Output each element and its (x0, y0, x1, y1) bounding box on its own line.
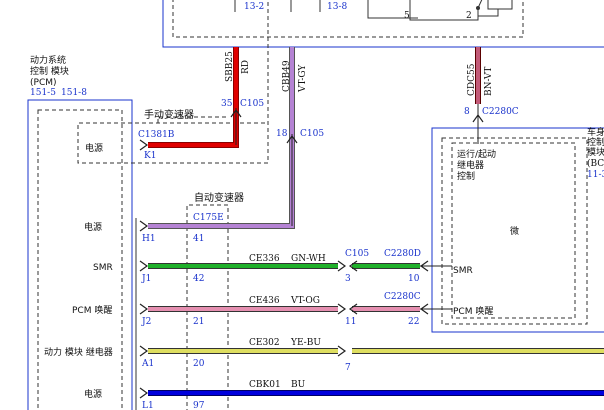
row3-label: 动力 模块 继电器 (44, 346, 113, 358)
row3-wire-color: YE-BU (290, 338, 321, 348)
bcm-title-line2: 控制 (587, 136, 604, 148)
row3-pcm-pin: A1 (141, 359, 154, 369)
bcm-module: 车身 控制 模块 (BC 11-3 运行/起动 继电器 控制 微 SMR PCM… (431, 126, 604, 333)
top-ref-a: 13-2 (244, 2, 264, 12)
row1-label: SMR (93, 263, 113, 273)
cbb49-color: VT-GY (298, 64, 308, 93)
row1-pcm-pin: J1 (141, 274, 151, 284)
sbb25-color: RD (241, 60, 251, 74)
row3-wire-code: CE302 (249, 338, 280, 348)
bcm-ref: 11-3 (587, 170, 604, 180)
bcm-title-line3: 模块 (587, 146, 604, 158)
pcm-ref-b: 151-8 (61, 88, 87, 98)
row3-at-pin: 20 (193, 359, 205, 369)
top-pin-2: 2 (466, 11, 472, 21)
manual-power-label: 电源 (85, 142, 103, 154)
pcm-title-line1: 动力系统 (30, 54, 66, 66)
pcm-title-line2: 控制 模块 (30, 65, 69, 77)
row1-c105: C105 (345, 249, 369, 259)
row2-pcm-pin: J2 (141, 317, 151, 327)
manual-pin: K1 (144, 151, 156, 161)
row1-wire-code: CE336 (249, 254, 280, 264)
bcm-smr-label: SMR (453, 266, 473, 276)
manual-trans-label: 手动变速器 (144, 108, 194, 121)
cbb49-connector: C105 (300, 129, 324, 139)
row-power-l1: 电源 L1 97 CBK01 BU (84, 380, 604, 410)
row0-pcm-pin: H1 (142, 234, 156, 244)
bcm-relay-line1: 运行/起动 (457, 148, 496, 160)
manual-transmission-region: 手动变速器 电源 C1381B K1 (77, 0, 269, 164)
row4-at-pin: 97 (193, 401, 205, 410)
wire-cbb49: CBB49 VT-GY 18 C105 (139, 47, 324, 232)
row1-wire-color: GN-WH (291, 254, 326, 264)
row1-c105-pin: 3 (345, 274, 351, 284)
row2-wire-code: CE436 (249, 296, 280, 306)
pcm-ref-a: 151-5 (30, 88, 56, 98)
cbb49-code: CBB49 (282, 60, 292, 92)
row0-at-pin: 41 (193, 234, 204, 244)
row4-label: 电源 (84, 388, 102, 400)
bcm-wake-label: PCM 唤醒 (453, 305, 493, 317)
sbb25-pin: 35 (221, 99, 233, 109)
sbb25-connector: C105 (240, 99, 264, 109)
row2-c105-pin: 11 (345, 317, 356, 327)
bcm-relay-line2: 继电器 (457, 159, 484, 171)
auto-connector: C175E (193, 213, 224, 223)
row3-c105-pin: 7 (345, 363, 351, 373)
row4-pcm-pin: L1 (142, 401, 154, 410)
row4-wire-color: BU (291, 380, 306, 390)
row1-at-pin: 42 (193, 274, 204, 284)
row1-bcm-pin: 10 (408, 274, 420, 284)
cdc55-color: BN-VT (484, 67, 494, 96)
pcm-title-line3: (PCM) (30, 78, 57, 88)
pcm-module: 动力系统 控制 模块 (PCM) 151-5 151-8 (27, 54, 133, 410)
manual-connector: C1381B (138, 130, 175, 140)
row2-bcm-connector: C2280C (384, 292, 421, 302)
row2-label: PCM 唤醒 (72, 304, 112, 316)
row-power-h1: 电源 H1 41 (84, 221, 204, 244)
row2-bcm-pin: 22 (408, 317, 419, 327)
row2-wire-color: VT-OG (290, 296, 320, 306)
top-ref-b: 13-8 (327, 2, 347, 12)
cdc55-pin: 8 (464, 107, 470, 117)
bcm-relay-line3: 控制 (457, 170, 475, 182)
top-pin-5: 5 (404, 11, 410, 21)
row2-at-pin: 21 (193, 317, 204, 327)
auto-trans-label: 自动变速器 (194, 191, 244, 204)
bcm-title-line4: (BC (587, 158, 604, 169)
auto-transmission-region: 自动变速器 C175E (186, 191, 244, 410)
wire-cdc55: CDC55 BN-VT 8 C2280C (464, 47, 519, 144)
row0-label: 电源 (84, 221, 102, 233)
bcm-micro-label: 微 (510, 225, 519, 237)
row-smr: SMR J1 42 CE336 GN-WH C105 3 C2280D 10 (93, 249, 452, 284)
row-pcm-wake: PCM 唤醒 J2 21 CE436 VT-OG 11 C2280C 22 (72, 292, 452, 327)
bcm-title-line1: 车身 (587, 126, 604, 138)
row4-wire-code: CBK01 (249, 380, 281, 390)
top-module: 13-2 13-8 5 2 (162, 0, 604, 48)
wire-sbb25: SBB25 RD 35 C105 (139, 47, 264, 151)
row1-bcm-connector: C2280D (384, 249, 421, 259)
cdc55-code: CDC55 (467, 63, 477, 96)
sbb25-code: SBB25 (225, 51, 235, 82)
cbb49-pin: 18 (276, 129, 288, 139)
cdc55-connector: C2280C (482, 107, 519, 117)
row-power-relay: 动力 模块 继电器 A1 20 CE302 YE-BU 7 (44, 338, 604, 373)
